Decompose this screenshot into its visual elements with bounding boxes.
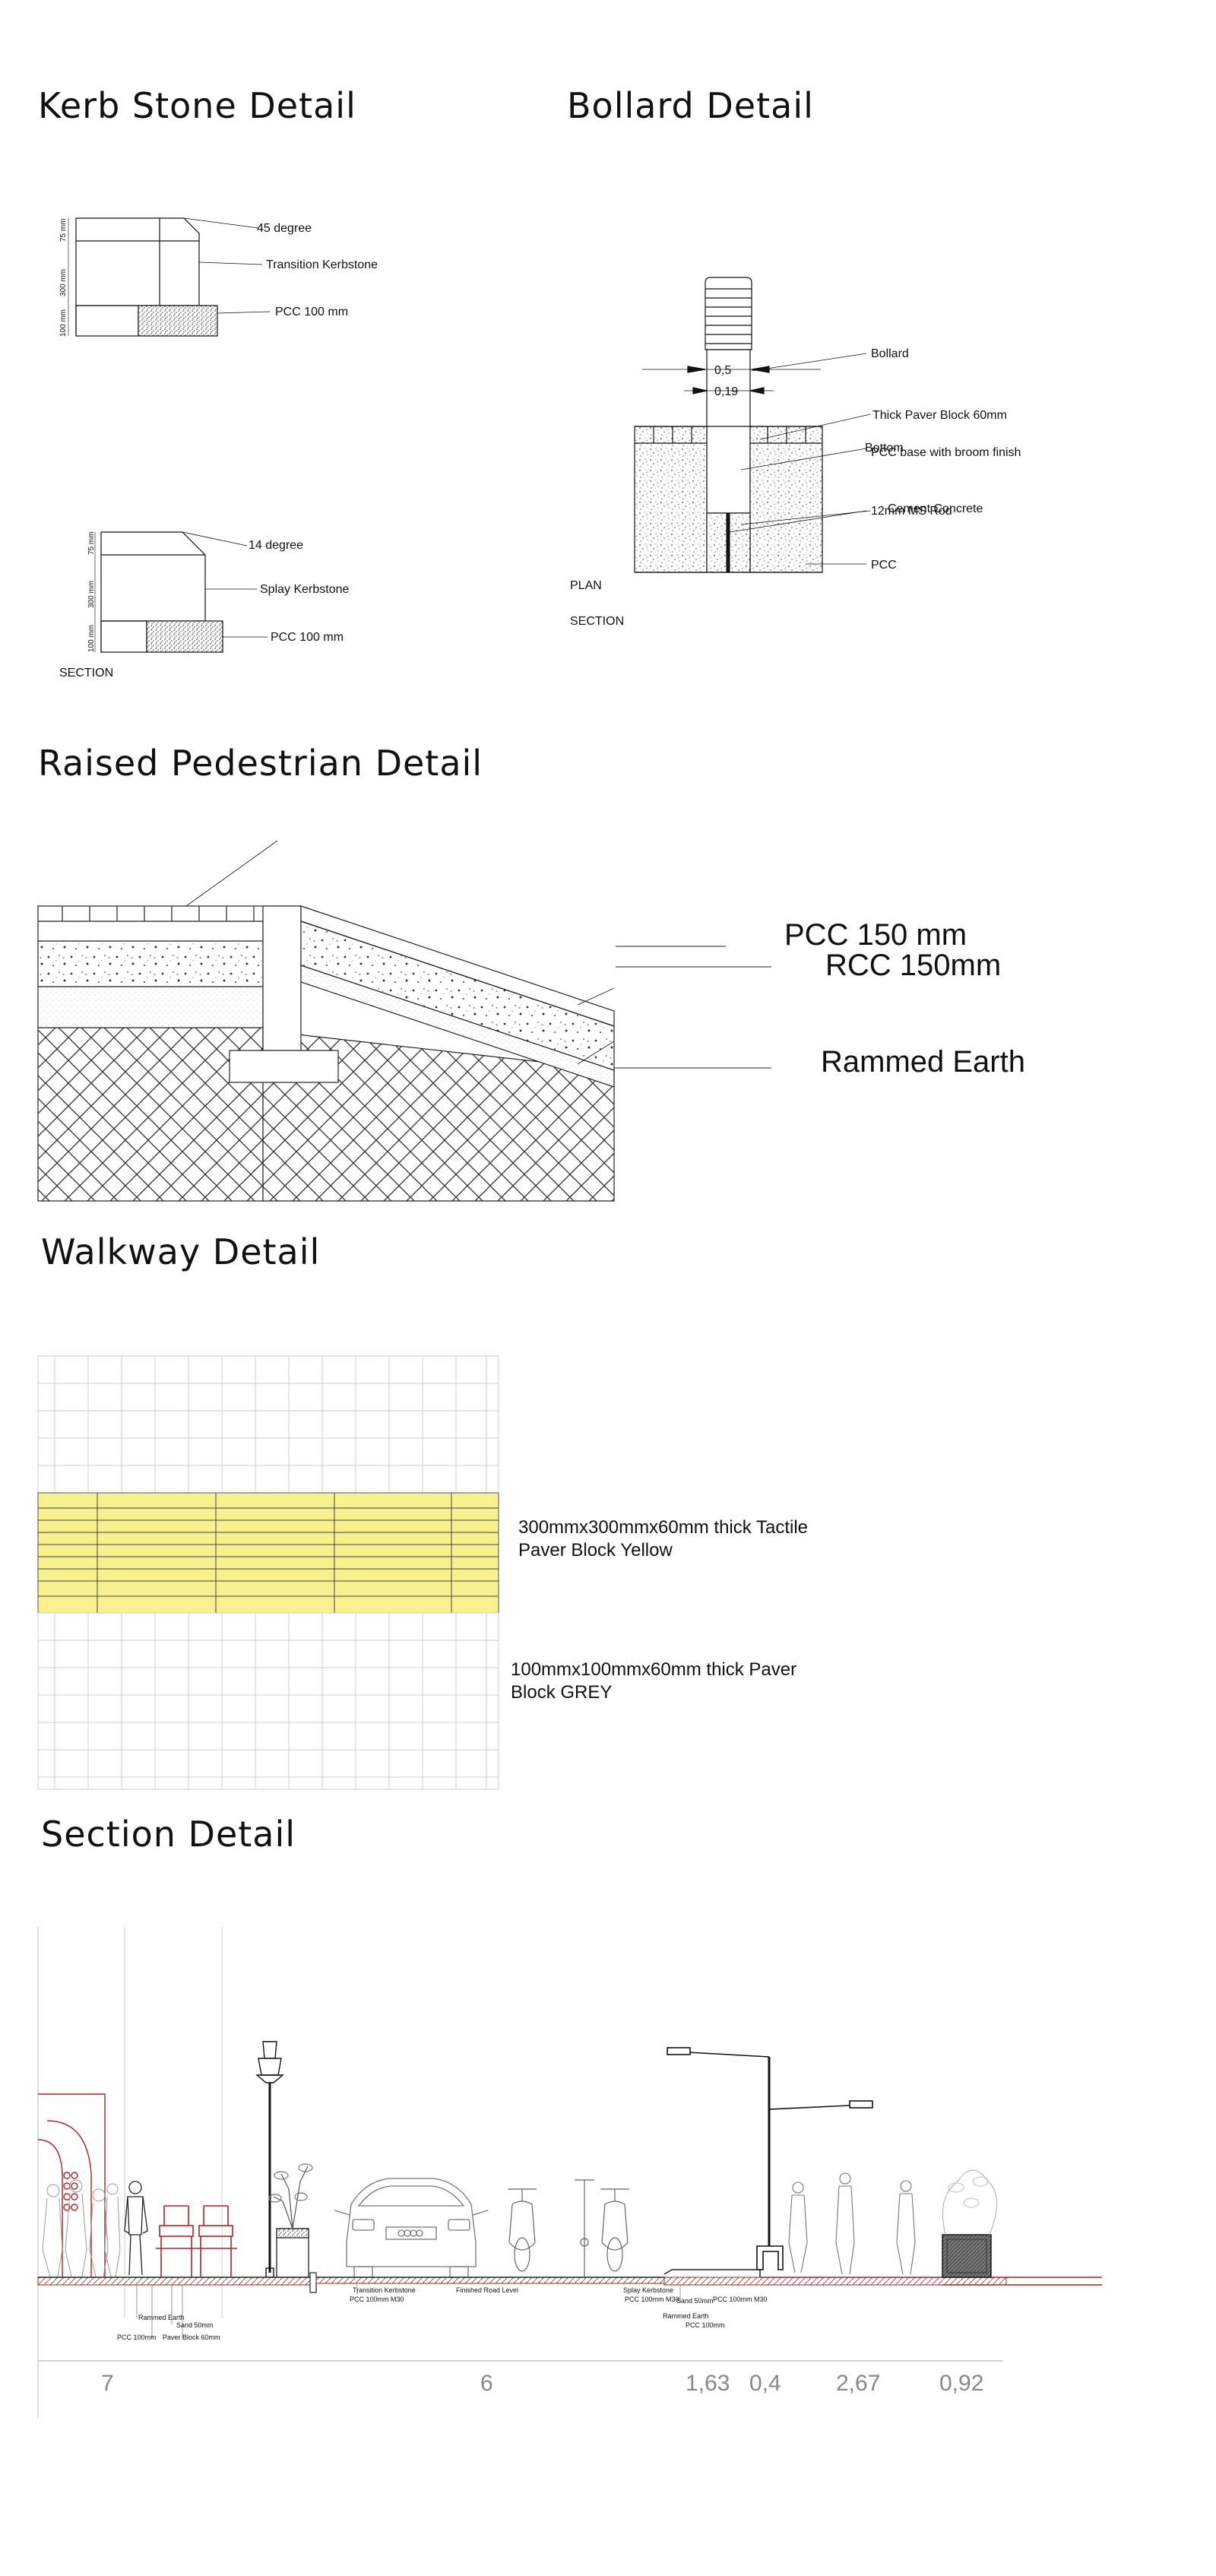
bollard-dim-2: 0,19 xyxy=(714,385,738,398)
section-pcc-m30-b: PCC 100mm M30 xyxy=(625,2296,679,2303)
kerb-stone-bottom-drawing xyxy=(94,531,268,653)
walkway-tactile-line-1: 300mmx300mmx60mm thick Tactile xyxy=(518,1517,809,1538)
kerb-top-dim-300: 300 mm xyxy=(59,269,68,296)
section-dim-1-63: 1,63 xyxy=(686,2371,730,2396)
people-crowd-left xyxy=(42,2179,121,2277)
section-splay-kerb: Splay Kerbstone xyxy=(623,2286,673,2294)
raised-earth-label: Rammed Earth xyxy=(821,1045,1025,1079)
kerb-bottom-angle-label: 14 degree xyxy=(249,539,303,552)
two-wheelers xyxy=(508,2179,629,2277)
walkway-drawing xyxy=(37,1355,499,1790)
bollard-plan-label: PLAN xyxy=(570,579,602,592)
planter-left xyxy=(268,2163,313,2278)
pedestrian-man xyxy=(124,2181,148,2276)
raised-rcc-label: RCC 150mm xyxy=(825,949,1001,982)
section-sand-right: Sand 50mm xyxy=(676,2297,714,2305)
bollard-pcc-base-label: PCC base with broom finish xyxy=(871,446,1021,459)
kerb-top-dim-75: 75 mm xyxy=(59,218,68,242)
section-sand-left: Sand 50mm xyxy=(176,2321,214,2329)
bollard-title: Bollard Detail xyxy=(567,85,814,126)
section-pcc-m30-c: PCC 100mm M30 xyxy=(713,2296,768,2303)
bollard-section-label: SECTION xyxy=(570,615,624,628)
kerb-section-label: SECTION xyxy=(59,667,113,680)
kerb-bottom-dim-100: 100 mm xyxy=(87,625,96,652)
kerb-bottom-dim-300: 300 mm xyxy=(87,581,96,608)
kerb-stone-title: Kerb Stone Detail xyxy=(38,85,356,126)
building-mural xyxy=(37,2093,106,2277)
section-drawing xyxy=(37,1927,1102,2417)
section-rammed-earth-right: Rammed Earth xyxy=(663,2312,709,2320)
section-dim-7: 7 xyxy=(101,2371,114,2396)
bollard-paver-label: Thick Paver Block 60mm xyxy=(872,409,1007,422)
bollard-dim-1: 0,5 xyxy=(714,364,731,377)
section-dim-0-4: 0,4 xyxy=(749,2371,781,2396)
walkway-paver-callout: 100mmx100mmx60mm thick Paver Block GREY xyxy=(511,1659,796,1704)
walkway-paver-line-2: Block GREY xyxy=(511,1682,613,1703)
kerb-bottom-stone-label: Splay Kerbstone xyxy=(260,583,350,596)
walkway-title: Walkway Detail xyxy=(41,1231,321,1272)
street-light-double xyxy=(667,2047,873,2270)
section-dim-6: 6 xyxy=(480,2371,493,2396)
kerb-top-pcc-label: PCC 100 mm xyxy=(275,306,348,318)
section-dim-2-67: 2,67 xyxy=(836,2371,880,2396)
walkway-paver-line-1: 100mmx100mmx60mm thick Paver xyxy=(511,1659,797,1680)
walkway-tactile-line-2: Paver Block Yellow xyxy=(518,1540,673,1560)
walkway-tactile-callout: 300mmx300mmx60mm thick Tactile Paver Blo… xyxy=(518,1516,808,1562)
bollard-drawing xyxy=(634,277,871,573)
section-title: Section Detail xyxy=(41,1814,296,1855)
kerb-bottom-pcc-label: PCC 100 mm xyxy=(271,631,344,644)
kerb-top-stone-label: Transition Kerbstone xyxy=(266,258,378,271)
people-crowd-right xyxy=(788,2172,916,2275)
bollard-bottom-label: Bottom xyxy=(865,442,904,455)
car xyxy=(334,2178,489,2278)
kerb-stone-top-drawing xyxy=(68,217,271,337)
section-dim-0-92: 0,92 xyxy=(939,2371,983,2396)
section-finished-road: Finished Road Level xyxy=(456,2286,518,2294)
section-pcc-left: PCC 100mm xyxy=(117,2334,157,2341)
bollard-label: Bollard xyxy=(871,347,909,360)
bollard-cement-label: Cement Concrete xyxy=(888,502,983,515)
raised-pcc-label: PCC 150 mm xyxy=(784,918,967,952)
section-pcc-right: PCC 100mm xyxy=(686,2321,725,2329)
raised-pedestrian-drawing xyxy=(37,840,771,1202)
raised-pedestrian-title: Raised Pedestrian Detail xyxy=(38,743,483,784)
section-paver-left: Paver Block 60mm xyxy=(163,2334,220,2341)
kerb-top-angle-label: 45 degree xyxy=(257,222,312,235)
section-rammed-earth-left: Rammed Earth xyxy=(138,2314,185,2321)
bollard-pcc-label: PCC xyxy=(871,559,897,572)
section-transition-kerb: Transition Kerbstone xyxy=(353,2286,416,2294)
section-pcc-m30: PCC 100mm M30 xyxy=(350,2296,404,2303)
kerb-top-dim-100: 100 mm xyxy=(59,309,68,337)
bollard-ms-rod-label: 12mm MS Rod xyxy=(871,505,952,518)
planter-right xyxy=(942,2169,997,2278)
benches xyxy=(156,2205,237,2277)
kerb-bottom-dim-75: 75 mm xyxy=(87,531,96,555)
